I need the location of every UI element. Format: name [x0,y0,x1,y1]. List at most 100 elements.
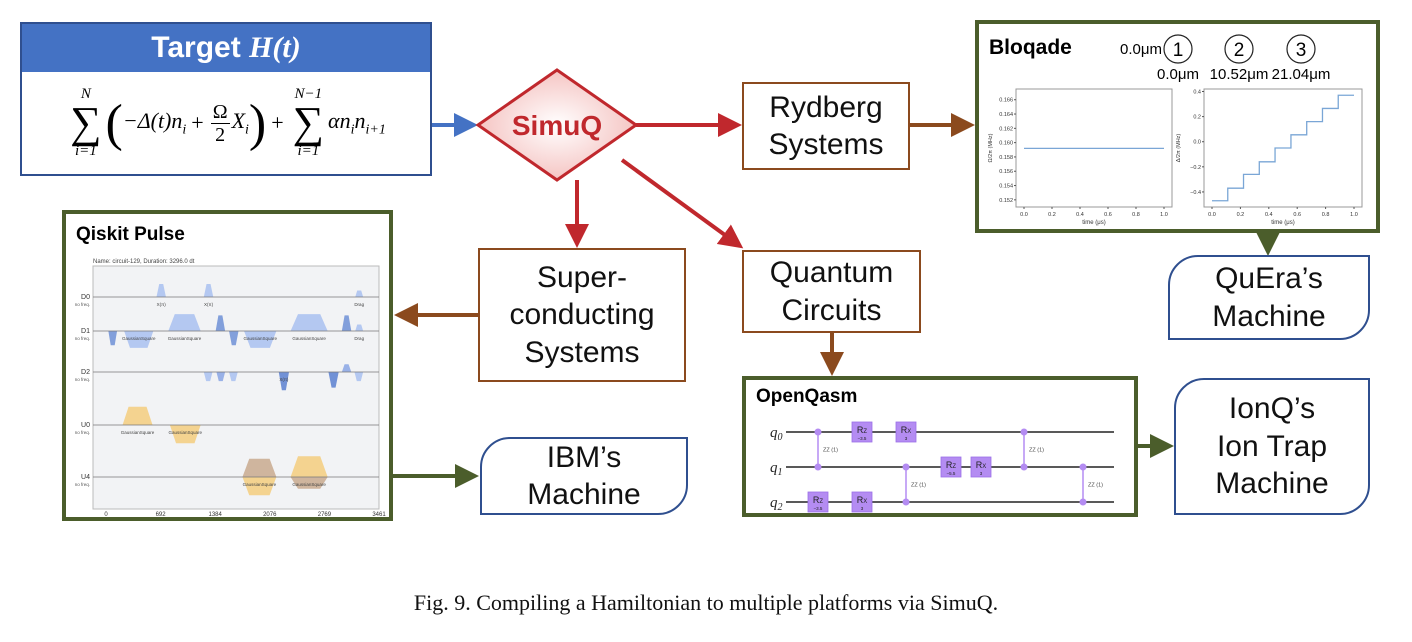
x-tick-label: 692 [156,512,167,517]
sum-symbol: ∑ [70,98,102,148]
y-tick-label: 0.4 [1193,90,1201,96]
x-tick-label: 1384 [208,512,222,517]
rotation-gate [851,491,873,513]
y-tick-label: 0.2 [1193,115,1201,121]
frac-num: Ω [210,100,230,124]
x-tick-label: 2769 [318,512,332,517]
superconducting-line-2: conducting [509,298,655,332]
zz-gate-control [1079,498,1087,506]
x-tick-label: 0.0 [1020,212,1028,218]
pulse-d2 [341,364,352,372]
data-line [1212,94,1354,202]
pulse-d1 [124,331,154,348]
zz-gate-control [1079,463,1087,471]
sum-2-upper: N−1 [294,86,323,103]
pulse-label: X(π) [204,302,214,307]
simuq-diamond[interactable] [475,68,639,182]
pulse-label: X(π) [157,302,167,307]
pulse-label: GaussianSquare [121,430,155,435]
y-tick-label: 0.0 [1193,140,1201,146]
zz-gate-control [1020,463,1028,471]
pulse-label: GaussianSquare [243,482,277,487]
pulse-label: GaussianSquare [292,482,326,487]
term-2-sub: i [245,122,249,138]
openqasm-title: OpenQasm [756,386,858,407]
pulse-d1 [215,315,226,331]
gate-name: RX [901,425,912,435]
y-tick-label: 0.156 [999,169,1013,175]
x-tick-label: 0.2 [1237,212,1245,218]
term-3-sub: i [350,122,355,138]
channel-name: U4 [81,474,90,481]
y-tick-label: 0.164 [999,112,1013,118]
channel-sub: no freq. [75,377,90,382]
channel-name: D1 [81,328,90,335]
x-axis-label: time (μs) [1271,220,1294,226]
zz-gate-control [814,463,822,471]
gate-param: 3 [980,471,983,476]
term-3b-sub: i+1 [365,122,386,138]
x-tick-label: 0.4 [1076,212,1084,218]
atom-2-circle [1224,34,1254,64]
zz-gate-control [902,498,910,506]
x-tick-label: 0.6 [1104,212,1112,218]
channel-sub: no freq. [75,430,90,435]
zz-gate-control [902,463,910,471]
pulse-d2 [229,372,238,382]
y-tick-label: 0.152 [999,198,1013,204]
pulse-label: GaussianSquare [169,430,203,435]
sum-symbol-2: ∑ [292,98,325,148]
ionq-line-3: Machine [1215,467,1329,501]
rotation-gate [895,421,917,443]
x-tick-label: 0.8 [1132,212,1140,218]
pulse-d2 [354,372,364,382]
gate-name: RZ [946,460,957,470]
atom-1-position: 0.0μm [1157,66,1199,83]
pulse-d1 [341,315,352,331]
pulse-label: Drag [354,336,364,341]
channel-sub: no freq. [75,482,90,487]
x-tick-label: 0.6 [1293,212,1301,218]
pulse-d1 [108,331,118,346]
schedule-title: Name: circuit-129, Duration: 3296.0 dt [93,259,195,265]
term-1-text: −Δ(t)n [122,107,183,133]
target-title-math: H(t) [249,31,301,64]
quera-line-1: QuEra’s [1215,262,1323,295]
frac-den: 2 [215,123,226,146]
pulse-label: GaussianSquare [292,336,326,341]
atom-top-label: 0.0μm [1120,41,1162,58]
pulse-u4 [290,456,328,477]
rotation-gate [970,456,992,478]
sum-1-upper: N [80,86,91,103]
atom-1-circle [1163,34,1193,64]
sum-2-lower: i=1 [297,142,320,159]
pulse-label: GaussianSquare [243,336,277,341]
target-header: Target H(t) [22,24,430,72]
pulse-label: Drag [354,302,364,307]
atom-2-index: 2 [1234,40,1245,61]
pulse-u0 [122,406,153,425]
term-1-sub: i [182,122,187,138]
pulse-u4 [290,477,328,489]
superconducting-line-3: Systems [524,335,640,369]
term-1: −Δ(t)ni [123,108,186,138]
term-3: αnini+1 [328,108,386,138]
atom-3-circle [1286,34,1316,64]
x-tick-label: 0 [104,512,108,517]
channel-sub: no freq. [75,302,90,307]
open-paren: ( [105,94,123,152]
pulse-u4 [242,477,277,496]
rotation-gate [940,456,962,478]
gate-name: RX [976,460,987,470]
x-tick-label: 0.8 [1322,212,1330,218]
y-tick-label: −0.2 [1190,165,1201,171]
atom-3-index: 3 [1296,40,1307,61]
sum-1: N∑i=1 [70,87,101,159]
ionq-line-1: IonQ’s [1228,392,1316,426]
pulse-d1 [168,314,201,331]
